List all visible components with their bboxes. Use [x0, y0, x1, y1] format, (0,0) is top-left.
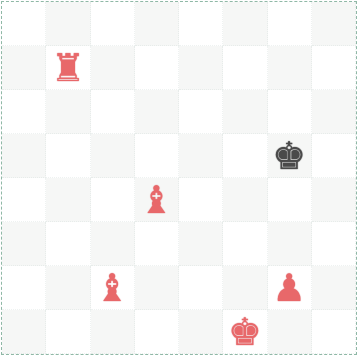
- board-square[interactable]: ♚: [223, 310, 267, 354]
- board-square[interactable]: [2, 178, 46, 222]
- board-square[interactable]: [268, 310, 312, 354]
- board-square[interactable]: ♝: [91, 266, 135, 310]
- board-square[interactable]: [179, 178, 223, 222]
- board-square[interactable]: [312, 266, 356, 310]
- board-square[interactable]: ♚: [268, 134, 312, 178]
- chess-board: ♜ ♚ ♝ ♝ ♟ ♚: [1, 1, 357, 355]
- board-square[interactable]: [46, 90, 90, 134]
- board-square[interactable]: [135, 2, 179, 46]
- board-square[interactable]: ♜: [46, 46, 90, 90]
- board-square[interactable]: [135, 134, 179, 178]
- red-bishop-piece[interactable]: ♝: [139, 181, 173, 219]
- black-king-piece[interactable]: ♚: [272, 137, 306, 175]
- board-square[interactable]: [223, 266, 267, 310]
- board-square[interactable]: ♝: [135, 178, 179, 222]
- board-square[interactable]: [268, 90, 312, 134]
- board-square[interactable]: [91, 90, 135, 134]
- board-square[interactable]: [2, 90, 46, 134]
- red-rook-piece[interactable]: ♜: [51, 49, 85, 87]
- board-square[interactable]: [2, 310, 46, 354]
- board-square[interactable]: [179, 2, 223, 46]
- board-square[interactable]: ♟: [268, 266, 312, 310]
- board-square[interactable]: [91, 2, 135, 46]
- board-square[interactable]: [2, 2, 46, 46]
- red-pawn-piece[interactable]: ♟: [272, 269, 306, 307]
- board-square[interactable]: [179, 310, 223, 354]
- board-square[interactable]: [46, 310, 90, 354]
- board-square[interactable]: [135, 46, 179, 90]
- board-square[interactable]: [135, 90, 179, 134]
- board-square[interactable]: [46, 178, 90, 222]
- board-square[interactable]: [268, 222, 312, 266]
- board-square[interactable]: [2, 46, 46, 90]
- red-bishop-piece[interactable]: ♝: [95, 269, 129, 307]
- board-square[interactable]: [223, 90, 267, 134]
- board-square[interactable]: [91, 46, 135, 90]
- board-square[interactable]: [179, 134, 223, 178]
- board-square[interactable]: [91, 222, 135, 266]
- board-square[interactable]: [179, 46, 223, 90]
- board-square[interactable]: [312, 46, 356, 90]
- board-square[interactable]: [223, 2, 267, 46]
- board-square[interactable]: [135, 222, 179, 266]
- board-square[interactable]: [91, 178, 135, 222]
- board-square[interactable]: [135, 266, 179, 310]
- board-square[interactable]: [223, 46, 267, 90]
- board-square[interactable]: [268, 178, 312, 222]
- board-square[interactable]: [312, 2, 356, 46]
- board-square[interactable]: [268, 46, 312, 90]
- board-square[interactable]: [179, 222, 223, 266]
- board-square[interactable]: [46, 266, 90, 310]
- board-square[interactable]: [312, 222, 356, 266]
- board-square[interactable]: [312, 90, 356, 134]
- board-square[interactable]: [223, 222, 267, 266]
- board-square[interactable]: [179, 90, 223, 134]
- board-square[interactable]: [179, 266, 223, 310]
- board-square[interactable]: [2, 134, 46, 178]
- board-square[interactable]: [46, 134, 90, 178]
- board-square[interactable]: [312, 178, 356, 222]
- board-square[interactable]: [91, 134, 135, 178]
- board-square[interactable]: [46, 2, 90, 46]
- board-square[interactable]: [223, 178, 267, 222]
- board-square[interactable]: [2, 222, 46, 266]
- board-square[interactable]: [91, 310, 135, 354]
- board-square[interactable]: [312, 134, 356, 178]
- board-grid: ♜ ♚ ♝ ♝ ♟ ♚: [2, 2, 356, 354]
- board-square[interactable]: [2, 266, 46, 310]
- board-square[interactable]: [312, 310, 356, 354]
- board-square[interactable]: [46, 222, 90, 266]
- board-square[interactable]: [268, 2, 312, 46]
- board-square[interactable]: [135, 310, 179, 354]
- red-king-piece[interactable]: ♚: [228, 313, 262, 351]
- board-square[interactable]: [223, 134, 267, 178]
